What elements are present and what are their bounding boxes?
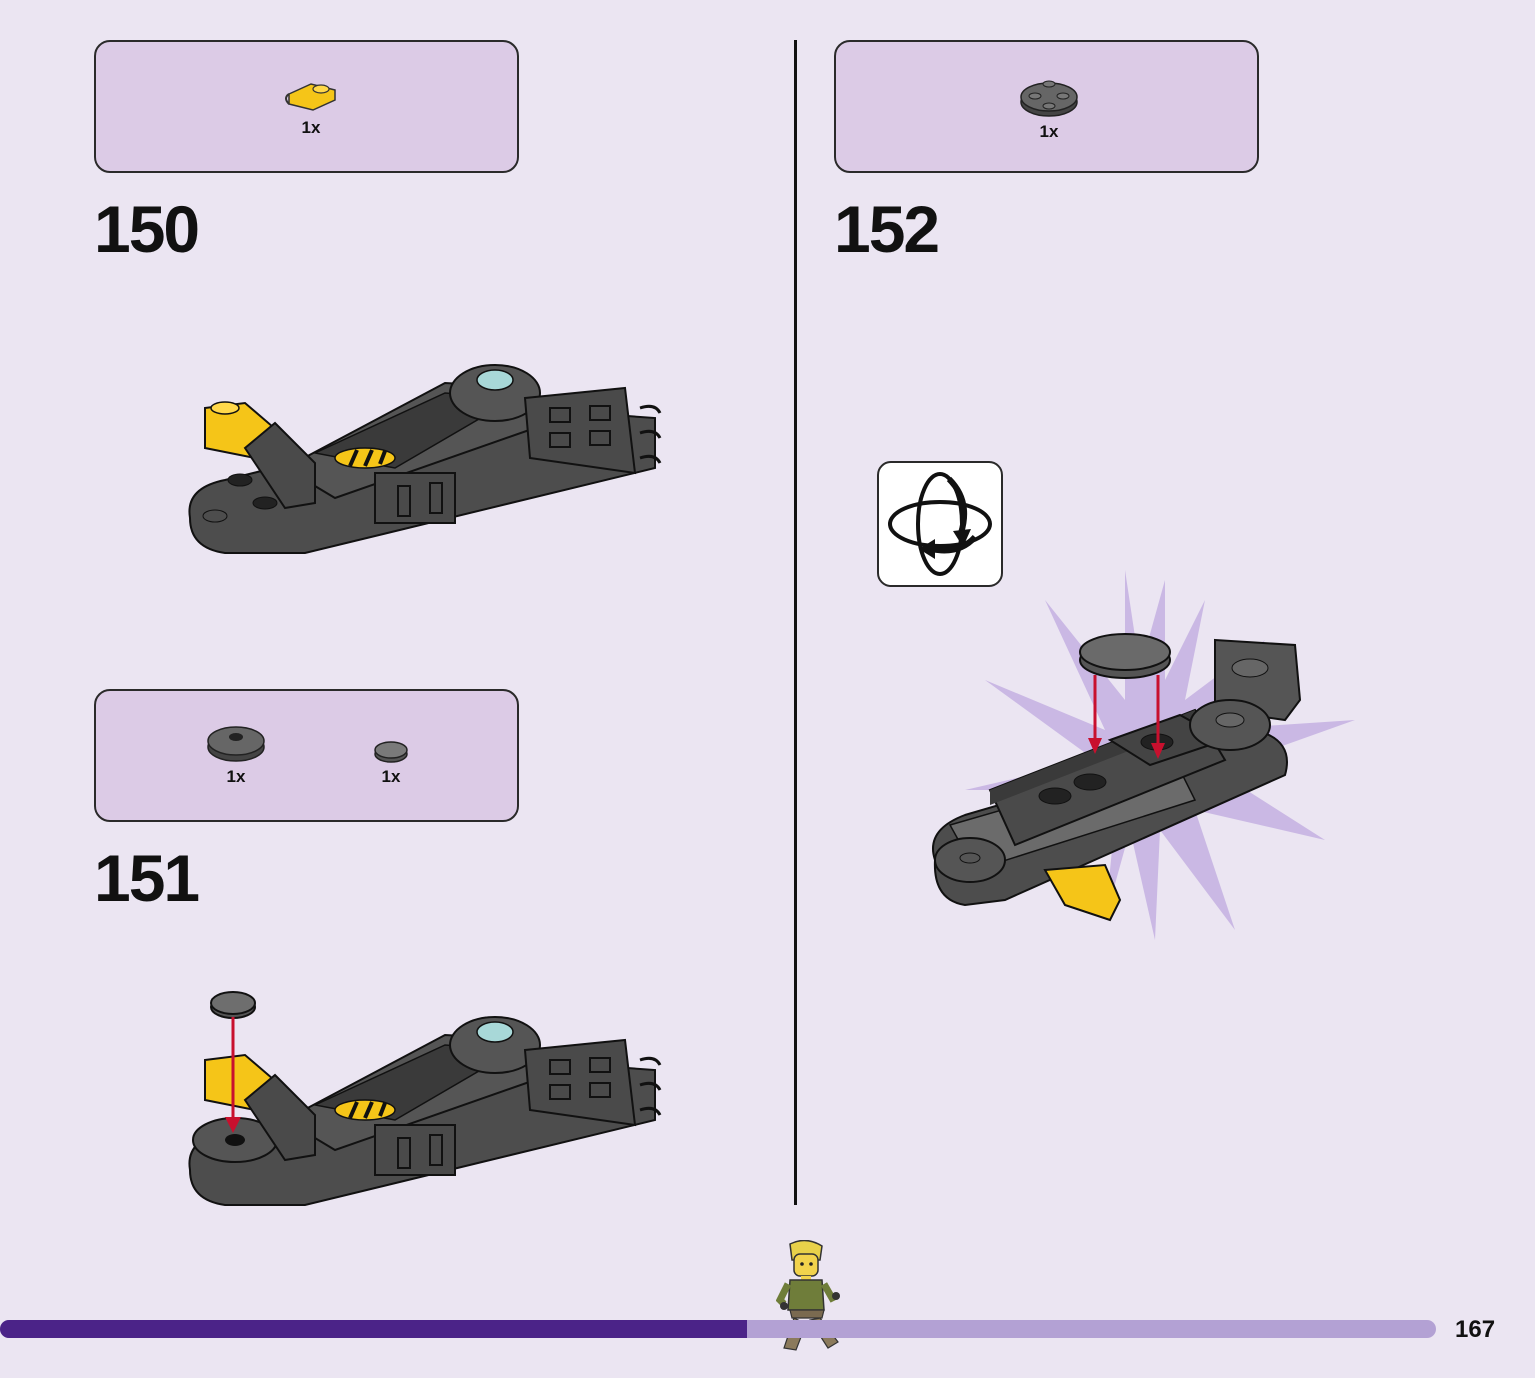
part-qty: 1x <box>381 767 401 786</box>
step-number-150: 150 <box>94 192 200 266</box>
part-dark-round-plate-studs: 1x <box>1014 72 1084 142</box>
part-qty: 1x <box>226 767 246 786</box>
rotate-icon <box>888 472 992 576</box>
minifig-progress-marker <box>776 1240 840 1351</box>
rotate-callout <box>877 461 1003 587</box>
round-tile-icon <box>374 741 408 763</box>
part-qty: 1x <box>1039 122 1059 141</box>
step-150-model <box>188 364 662 554</box>
part-dark-round-plate: 1x <box>201 721 271 787</box>
progress-bar <box>0 1320 1436 1338</box>
part-qty: 1x <box>301 118 321 137</box>
round-plate-studs-icon <box>1020 80 1078 117</box>
yellow-clip-icon <box>285 83 336 111</box>
part-yellow-clip: 1x <box>276 76 346 138</box>
step-number-151: 151 <box>94 841 200 915</box>
page-number: 167 <box>1455 1316 1496 1343</box>
part-grey-round-tile: 1x <box>356 739 426 787</box>
parts-box-step-150: 1x <box>94 40 519 173</box>
parts-box-step-151: 1x 1x <box>94 689 519 822</box>
step-151-model <box>188 991 662 1206</box>
step-number-152: 152 <box>834 192 940 266</box>
round-plate-icon <box>207 726 265 762</box>
progress-bar-fill <box>0 1320 747 1338</box>
parts-box-step-152: 1x <box>834 40 1259 173</box>
column-divider <box>794 40 797 1205</box>
step-152-model <box>932 570 1355 940</box>
